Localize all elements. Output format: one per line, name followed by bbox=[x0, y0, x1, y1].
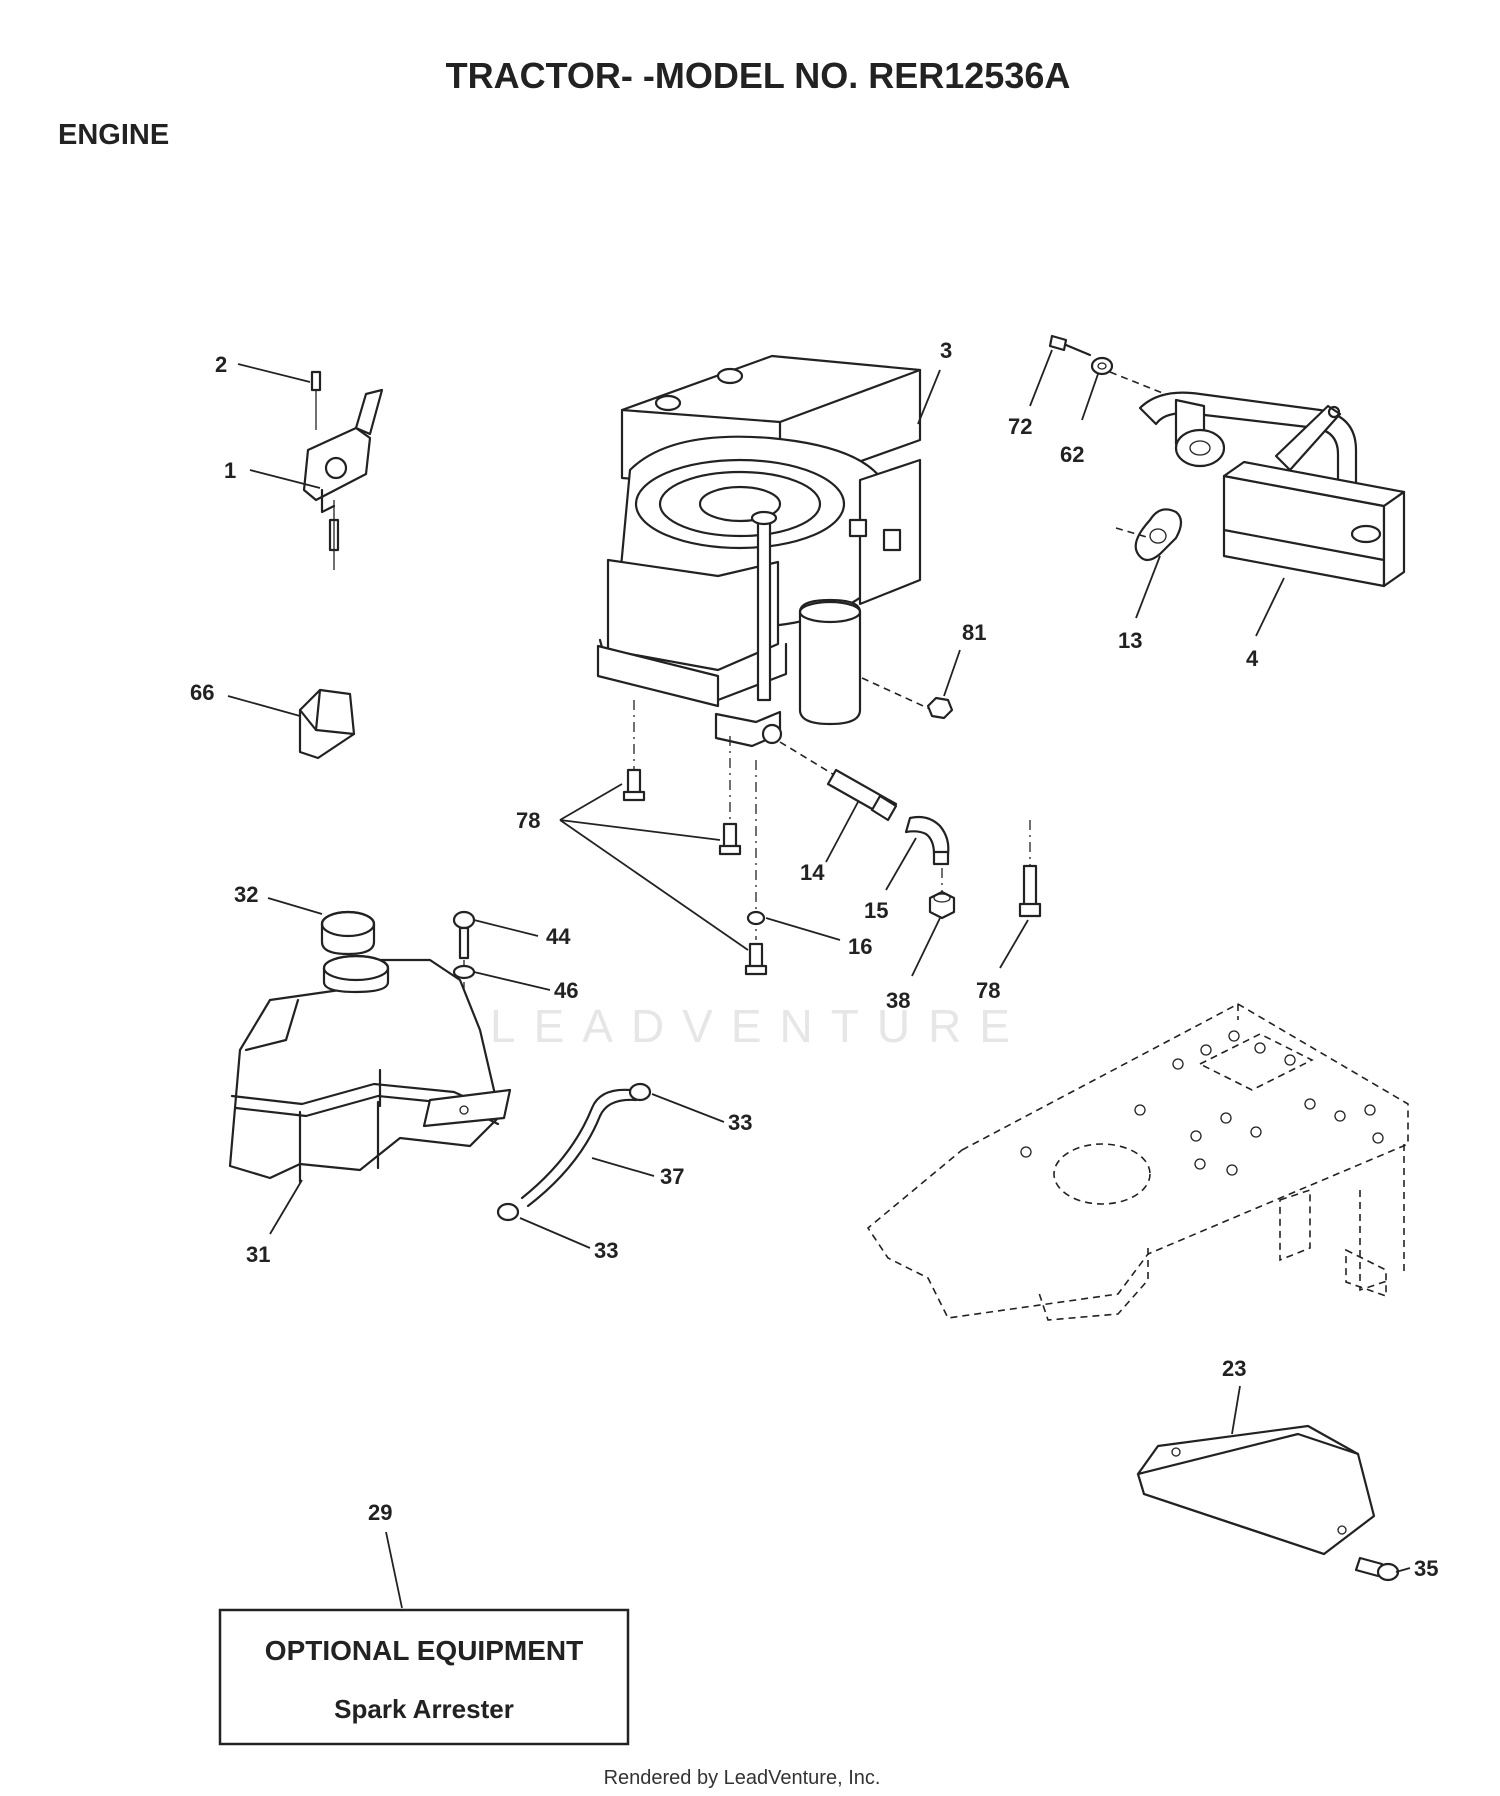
callout-1: 1 bbox=[224, 458, 236, 483]
callout-46: 46 bbox=[554, 978, 578, 1003]
callout-29: 29 bbox=[368, 1500, 392, 1525]
hose-clamp-lower-part bbox=[496, 1202, 520, 1222]
leader-72 bbox=[1029, 349, 1053, 407]
bolt-78a-part bbox=[622, 768, 646, 802]
leader-38 bbox=[911, 917, 941, 977]
leader-33b bbox=[519, 1217, 591, 1249]
callout-15: 15 bbox=[864, 898, 888, 923]
callout-4: 4 bbox=[1246, 646, 1259, 671]
watermark: LEADVENTURE bbox=[490, 1000, 1028, 1052]
callout-13: 13 bbox=[1118, 628, 1142, 653]
leader-4 bbox=[1255, 577, 1285, 637]
leader-66 bbox=[227, 695, 301, 717]
nut-81-part bbox=[926, 696, 954, 720]
leader-1 bbox=[249, 469, 321, 489]
callout-23: 23 bbox=[1222, 1356, 1246, 1381]
callout-33b: 33 bbox=[594, 1238, 618, 1263]
leader-2 bbox=[237, 363, 311, 383]
callout-14: 14 bbox=[800, 860, 825, 885]
leader-31 bbox=[269, 1179, 303, 1235]
washer-62-part bbox=[1090, 356, 1114, 376]
bolt-72-part bbox=[1048, 334, 1092, 357]
nut-81-alignment-line bbox=[861, 677, 933, 711]
callout-33a: 33 bbox=[728, 1110, 752, 1135]
leader-23 bbox=[1231, 1385, 1241, 1435]
tractor-frame-reference bbox=[866, 1003, 1409, 1321]
optional-equipment-box bbox=[218, 1608, 630, 1746]
screw-35-part bbox=[1354, 1556, 1400, 1582]
bolt-78b-part bbox=[718, 822, 742, 856]
screw-44-part bbox=[452, 910, 476, 960]
fuel-tank-part bbox=[228, 954, 512, 1184]
callout-32: 32 bbox=[234, 882, 258, 907]
elbow-15-part bbox=[904, 815, 950, 866]
leader-16 bbox=[765, 917, 841, 941]
callout-66: 66 bbox=[190, 680, 214, 705]
leader-62 bbox=[1081, 373, 1099, 421]
throttle-control-part bbox=[302, 370, 384, 570]
callout-2: 2 bbox=[215, 352, 227, 377]
callout-37: 37 bbox=[660, 1164, 684, 1189]
callout-81: 81 bbox=[962, 620, 986, 645]
callout-78b: 78 bbox=[976, 978, 1000, 1003]
clip-part bbox=[298, 688, 356, 760]
callout-62: 62 bbox=[1060, 442, 1084, 467]
gasket-alignment-line bbox=[1115, 527, 1151, 539]
muffler-alignment-line bbox=[1109, 371, 1171, 397]
callout-72: 72 bbox=[1008, 414, 1032, 439]
fitting-alignment-line bbox=[779, 741, 837, 777]
fitting-14-part bbox=[826, 768, 898, 822]
leader-46 bbox=[473, 971, 551, 991]
optional-equipment-subtitle: Spark Arrester bbox=[334, 1694, 514, 1724]
callout-3: 3 bbox=[940, 338, 952, 363]
bolt-78d-part bbox=[1018, 864, 1042, 918]
callout-31: 31 bbox=[246, 1242, 270, 1267]
heat-shield-part bbox=[1136, 1424, 1376, 1556]
callout-35: 35 bbox=[1414, 1556, 1438, 1581]
leader-78a bbox=[559, 783, 749, 951]
leader-44 bbox=[473, 919, 539, 937]
leader-15 bbox=[885, 837, 917, 891]
leader-35 bbox=[1395, 1567, 1411, 1573]
callout-44: 44 bbox=[546, 924, 571, 949]
washer-46-part bbox=[452, 964, 476, 980]
washer-16-part bbox=[746, 910, 766, 926]
leader-78b bbox=[999, 919, 1029, 969]
leader-32 bbox=[267, 897, 323, 915]
optional-equipment-title: OPTIONAL EQUIPMENT bbox=[265, 1635, 583, 1666]
leader-3 bbox=[917, 369, 941, 425]
leader-14 bbox=[825, 801, 859, 863]
page-title: TRACTOR- -MODEL NO. RER12536A bbox=[446, 55, 1071, 96]
fuel-cap-part bbox=[320, 910, 376, 956]
leader-13 bbox=[1135, 555, 1161, 619]
leader-33a bbox=[651, 1093, 725, 1123]
gasket-13-part bbox=[1134, 508, 1183, 562]
footer-credit: Rendered by LeadVenture, Inc. bbox=[604, 1767, 881, 1789]
callout-38: 38 bbox=[886, 988, 910, 1013]
section-title: ENGINE bbox=[58, 119, 169, 151]
fuel-line-part bbox=[520, 1088, 638, 1208]
muffler-part bbox=[1138, 391, 1406, 588]
bolt-78c-part bbox=[744, 942, 768, 976]
hose-clamp-upper-part bbox=[628, 1082, 652, 1102]
leader-37 bbox=[591, 1157, 655, 1177]
leader-29 bbox=[385, 1531, 403, 1609]
leader-81 bbox=[943, 649, 961, 697]
callout-78a: 78 bbox=[516, 808, 540, 833]
callout-16: 16 bbox=[848, 934, 872, 959]
nut-38-part bbox=[928, 890, 956, 920]
engine-part bbox=[596, 354, 922, 748]
